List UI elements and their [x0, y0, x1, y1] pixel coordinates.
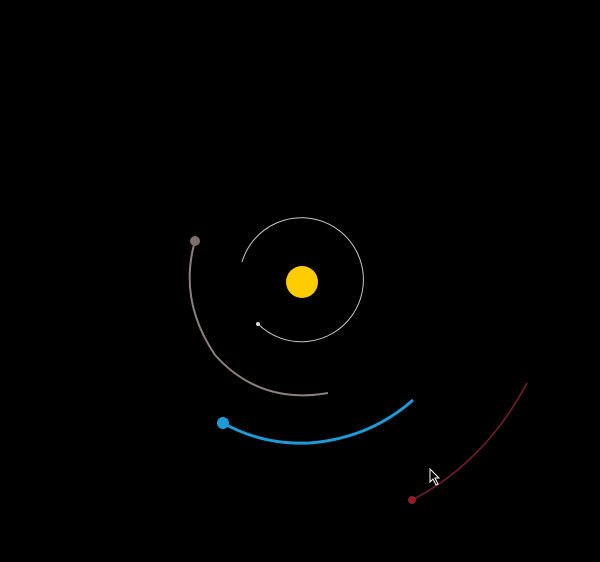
inner-planet[interactable]	[256, 322, 260, 326]
inner-orbit-trail	[241, 217, 364, 343]
third-orbit-trail	[222, 398, 414, 445]
second-planet[interactable]	[190, 236, 200, 246]
second-orbit-trail	[188, 240, 329, 397]
outer-orbit-trail	[411, 382, 528, 501]
sun[interactable]	[286, 266, 318, 298]
mouse-pointer-icon	[429, 467, 441, 486]
third-planet[interactable]	[217, 417, 229, 429]
outer-planet[interactable]	[408, 496, 416, 504]
